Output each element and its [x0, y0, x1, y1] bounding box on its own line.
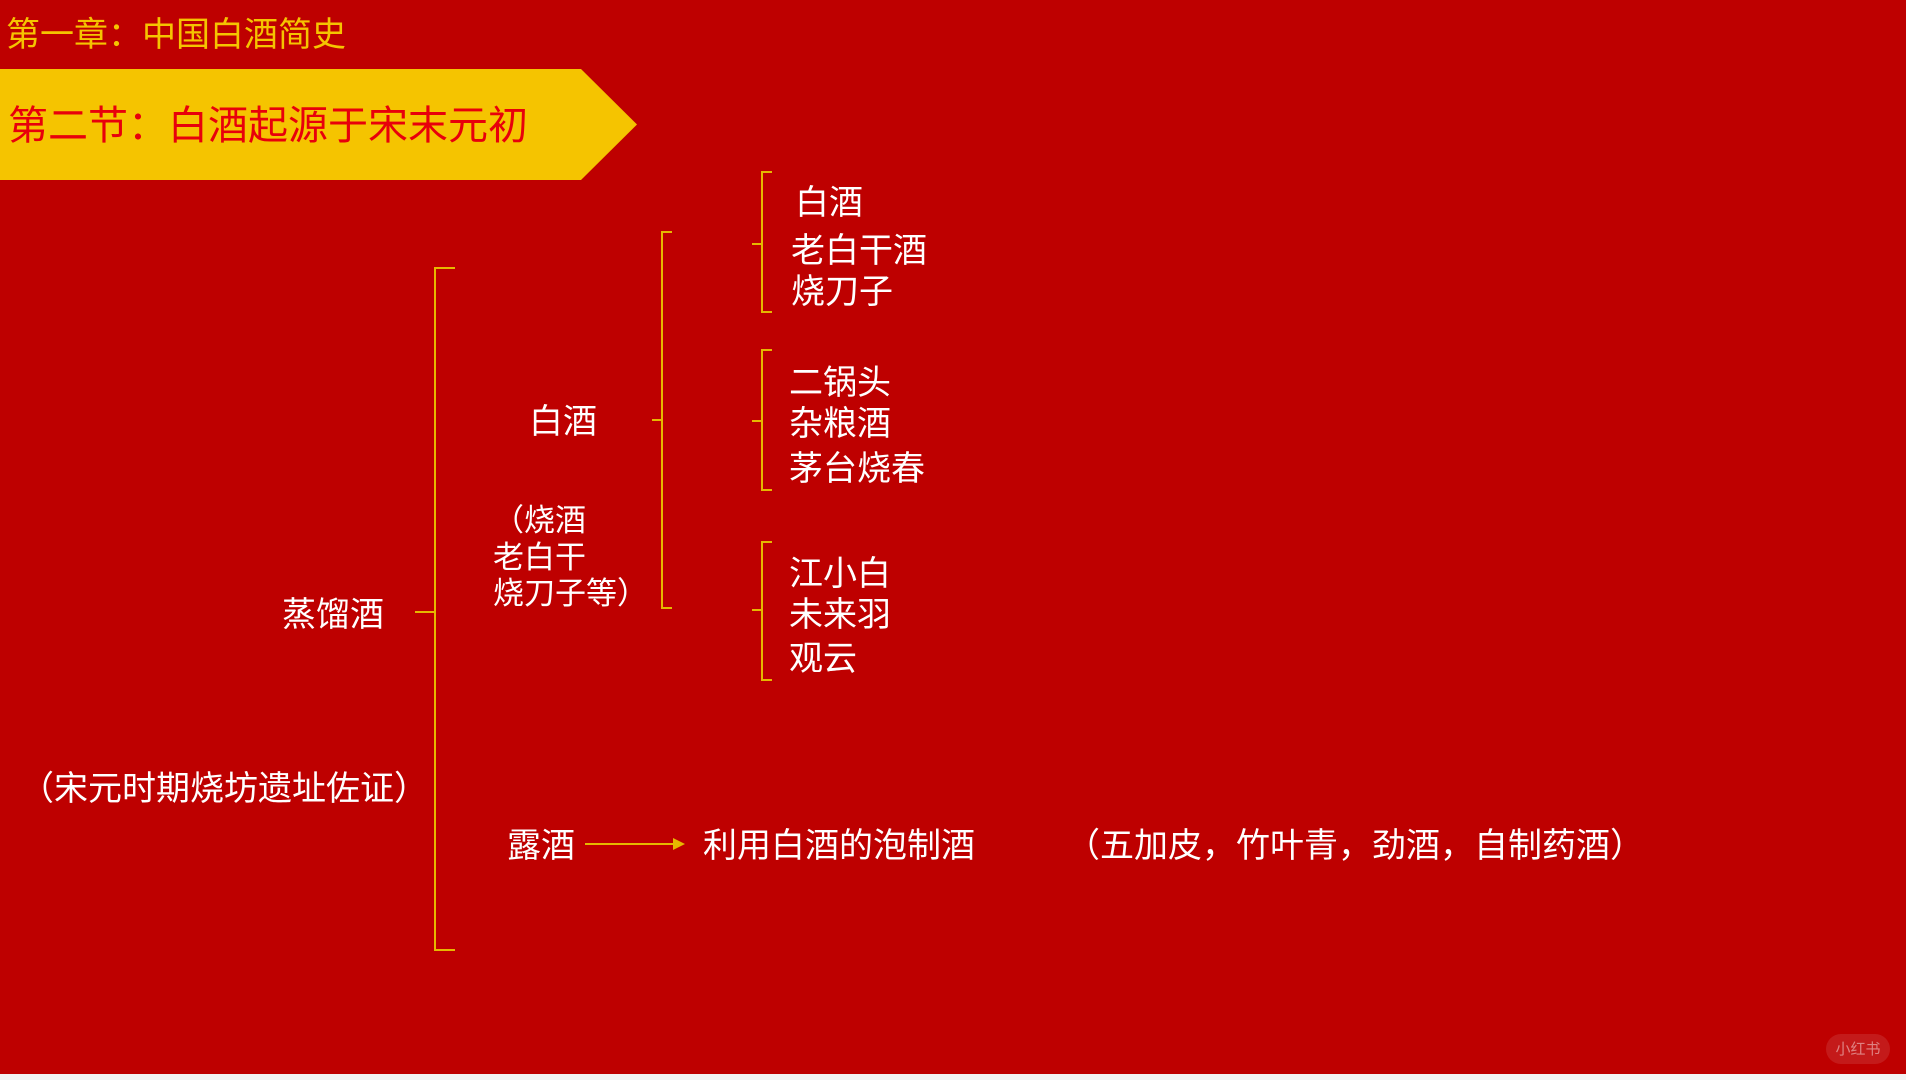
brand-item: 未来羽 [789, 595, 891, 635]
baijiu-bracket [652, 231, 672, 609]
baijiu-note: （烧酒 老白干 烧刀子等） [493, 503, 648, 613]
baijiu-note-line: 老白干 [493, 539, 586, 576]
brand-item: 二锅头 [789, 363, 891, 403]
root-note: （宋元时期烧坊遗址佐证） [20, 769, 428, 809]
section-banner [0, 69, 637, 180]
xiaohongshu-watermark: 小红书 [1826, 1034, 1890, 1064]
brand-item: 杂粮酒 [789, 404, 891, 444]
lujiu-examples: （五加皮，竹叶青，劲酒，自制药酒） [1066, 826, 1644, 866]
lujiu-target: 利用白酒的泡制酒 [703, 826, 975, 866]
baijiu-label: 白酒 [529, 402, 597, 442]
baijiu-note-line: 烧刀子等） [493, 576, 648, 613]
brand-item: 江小白 [789, 554, 891, 594]
brand-item: 烧刀子 [791, 272, 893, 312]
brand-item: 白酒 [795, 183, 863, 223]
group-bracket-1 [752, 171, 772, 313]
chapter-title: 第一章：中国白酒简史 [6, 15, 346, 55]
group-bracket-3 [752, 541, 772, 681]
brand-item: 老白干酒 [791, 231, 927, 271]
group-bracket-2 [752, 349, 772, 491]
brand-item: 观云 [789, 639, 857, 679]
baijiu-note-line: （烧酒 [493, 503, 586, 539]
arrow [585, 838, 685, 850]
root-bracket [415, 267, 455, 951]
lujiu-label: 露酒 [507, 826, 575, 866]
section-title: 第二节：白酒起源于宋末元初 [8, 103, 528, 149]
brand-item: 茅台烧春 [789, 449, 925, 489]
bottom-bar [0, 1074, 1906, 1080]
root-label: 蒸馏酒 [282, 595, 384, 635]
